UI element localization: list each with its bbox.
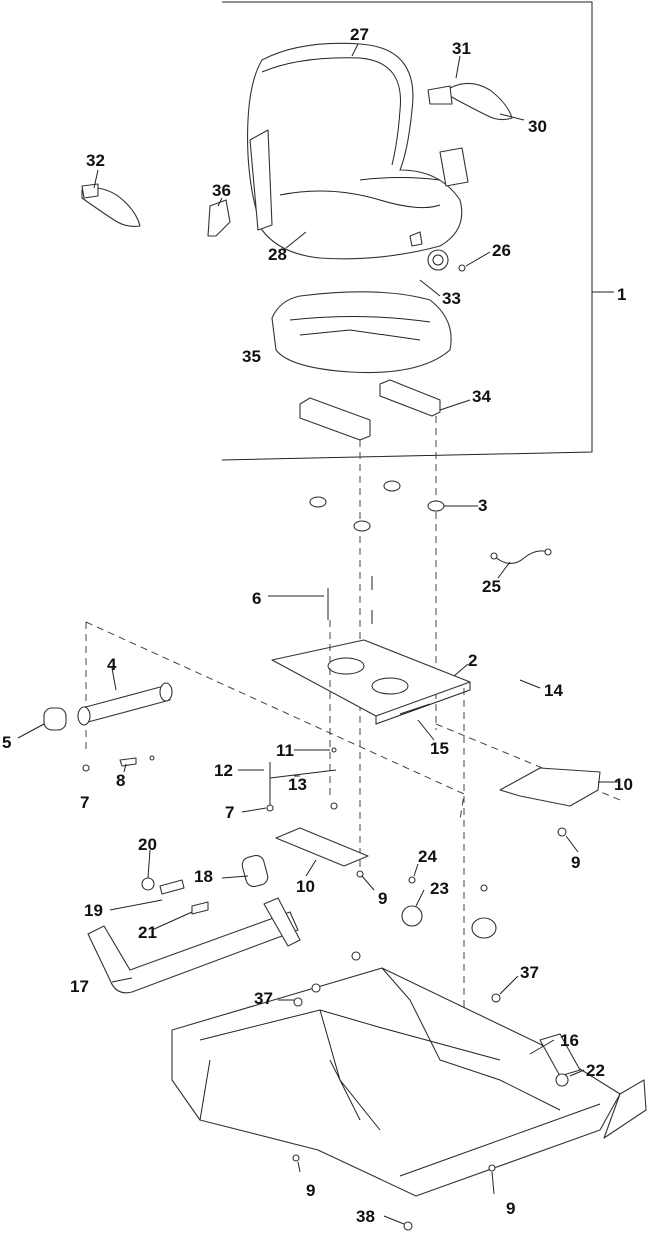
callout-30: 30 — [528, 117, 547, 136]
callout-27: 27 — [350, 25, 369, 44]
callout-32: 32 — [86, 151, 105, 170]
callout-10-right: 10 — [614, 775, 633, 794]
cover-plate-left — [275, 827, 369, 867]
bushing — [401, 905, 423, 927]
callout-20: 20 — [138, 835, 157, 854]
callout-9-center: 9 — [378, 889, 387, 908]
callout-15: 15 — [430, 739, 449, 758]
callout-10-left: 10 — [296, 877, 315, 896]
callout-33: 33 — [442, 289, 461, 308]
callout-38: 38 — [356, 1207, 375, 1226]
callout-4: 4 — [107, 655, 117, 674]
callout-9-bottom-right: 9 — [506, 1199, 515, 1218]
callout-11: 11 — [276, 741, 294, 760]
callout-17: 17 — [70, 977, 89, 996]
callout-5: 5 — [2, 733, 11, 752]
spacers — [309, 480, 445, 532]
callout-7-left: 7 — [80, 793, 89, 812]
callout-25: 25 — [482, 577, 501, 596]
callout-2: 2 — [468, 651, 477, 670]
nut — [555, 1073, 569, 1087]
callout-13: 13 — [288, 775, 307, 794]
callout-26: 26 — [492, 241, 511, 260]
armrest-left — [81, 187, 141, 227]
callout-28: 28 — [268, 245, 287, 264]
callout-36: 36 — [212, 181, 231, 200]
callout-24: 24 — [418, 847, 437, 866]
seat-cushion — [247, 42, 466, 272]
main-frame — [171, 967, 647, 1197]
callout-35: 35 — [242, 347, 261, 366]
callout-1: 1 — [617, 285, 626, 304]
callout-21: 21 — [138, 923, 157, 942]
callout-9-right: 9 — [571, 853, 580, 872]
callout-34: 34 — [472, 387, 491, 406]
callout-7-center: 7 — [225, 803, 234, 822]
rod — [269, 769, 337, 779]
cover-plate-right — [499, 767, 601, 807]
seat-belt-buckle — [207, 199, 231, 237]
callout-3: 3 — [478, 496, 487, 515]
callout-18: 18 — [194, 867, 213, 886]
callout-31: 31 — [452, 39, 471, 58]
callout-6: 6 — [252, 589, 261, 608]
seat-mount-plate — [271, 639, 471, 725]
lever-assembly — [87, 854, 301, 994]
callout-14: 14 — [544, 681, 563, 700]
callout-9-bottom-left: 9 — [306, 1181, 315, 1200]
callout-37-left: 37 — [254, 989, 273, 1008]
callout-22: 22 — [586, 1061, 605, 1080]
callout-16: 16 — [560, 1031, 579, 1050]
callout-19: 19 — [84, 901, 103, 920]
wire-harness — [493, 550, 549, 564]
seat-rails — [299, 379, 441, 441]
seat-pan — [271, 291, 452, 374]
pivot-tube — [43, 682, 173, 731]
seat-assembly-bracket — [221, 1, 593, 461]
callout-12: 12 — [214, 761, 233, 780]
callout-23: 23 — [430, 879, 449, 898]
callout-8: 8 — [116, 771, 125, 790]
armrest-right — [427, 82, 513, 187]
callout-37-right: 37 — [520, 963, 539, 982]
